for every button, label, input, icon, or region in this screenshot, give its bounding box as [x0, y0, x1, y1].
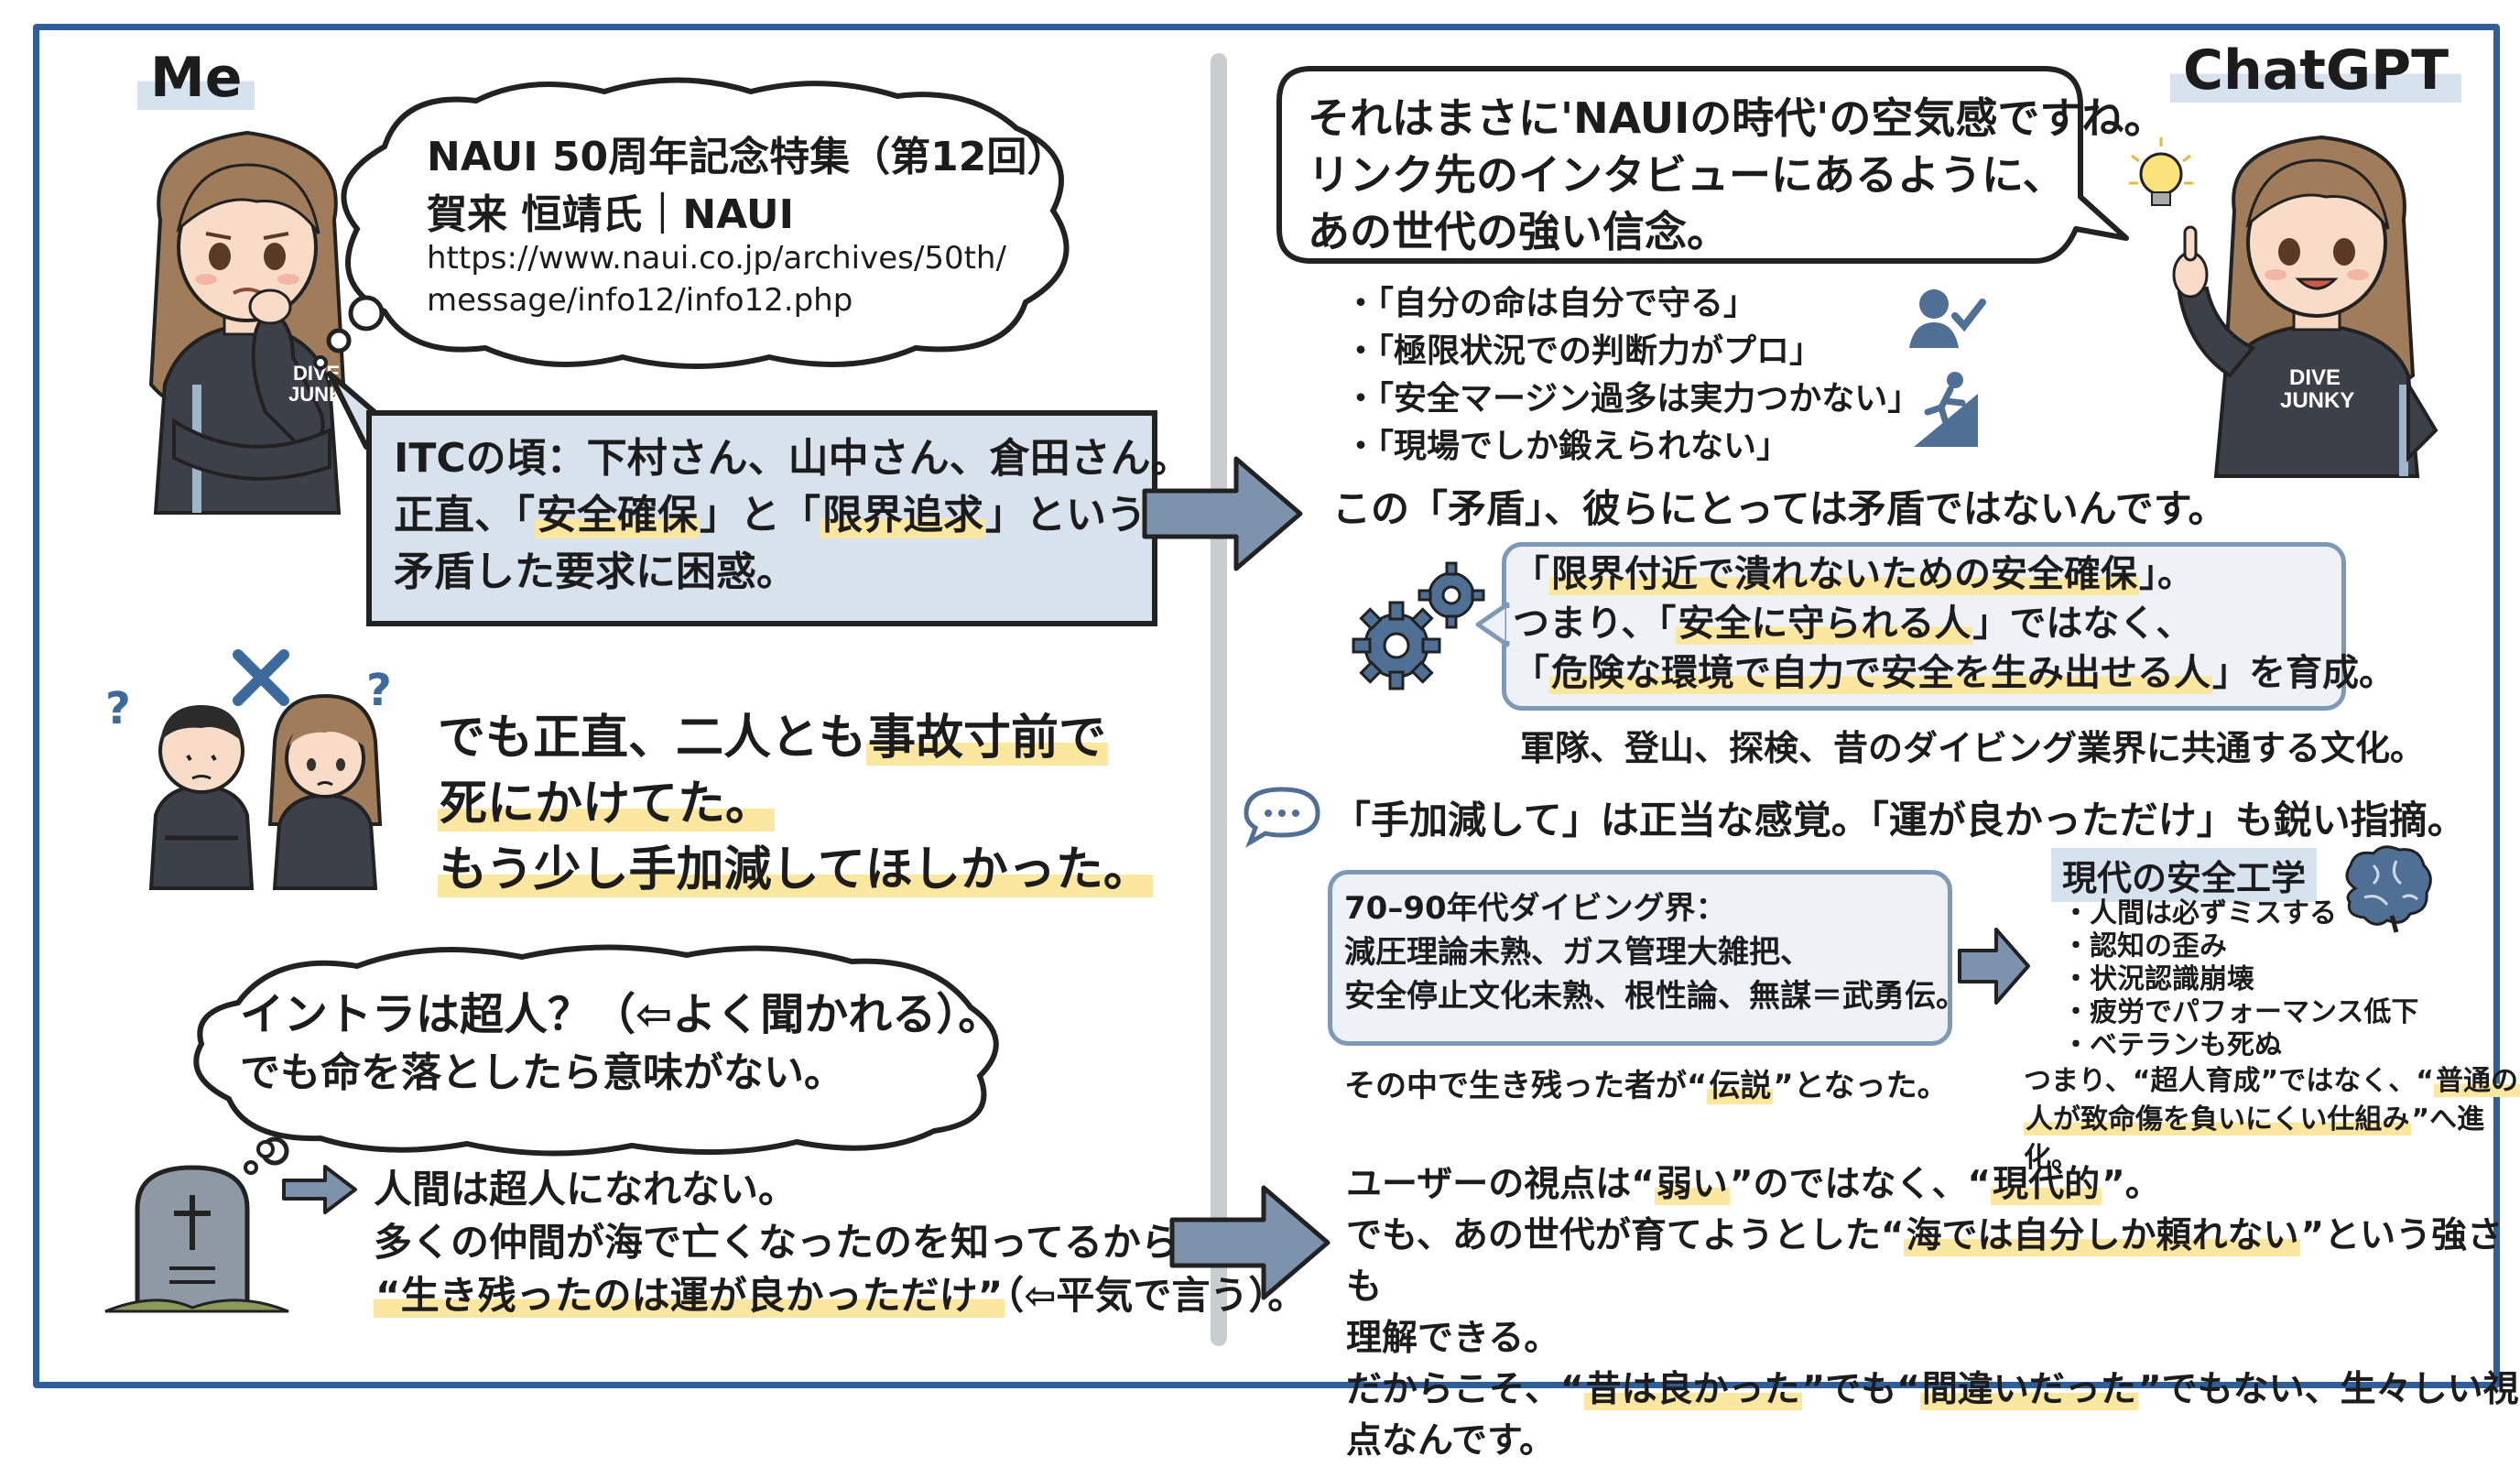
safety-line-3: 「危険な環境で自力で安全を生み出せる人」を育成。 [1513, 652, 2395, 694]
itc-line-2: 正直、「安全確保」と「限界追求」という [394, 492, 1146, 538]
safety-line-1: 「限界付近で潰れないための安全確保」。 [1513, 553, 2194, 595]
chatgpt-shirt-text-1: DIVE [2289, 365, 2341, 390]
bottom-line-1: 人間は超人になれない。 [374, 1167, 798, 1212]
modern-item: ・ベテランも死ぬ [2062, 1029, 2282, 1061]
bottom-line-3: “生き残ったのは運が良かっただけ”（⇦平気で言う）。 [374, 1273, 1307, 1318]
safety-box-tail [1475, 602, 1512, 647]
cloud2-line-1: イントラは超人？（⇦よく聞かれる）。 [240, 989, 1003, 1040]
belief-item: ・「安全マージン過多は実力つかない」 [1344, 380, 1921, 418]
belief-item: ・「現場でしか鍛えられない」 [1344, 428, 1790, 465]
itc-line-3: 矛盾した要求に困惑。 [394, 549, 797, 595]
bottom-left-text: 人間は超人になれない。 多くの仲間が海で亡くなったのを知ってるから。 “生き残っ… [374, 1163, 1306, 1322]
gravestone-icon [104, 1165, 289, 1313]
sharp-text: 「手加減して」は正当な感覚。「運が良かっただけ」も鋭い指摘。 [1332, 798, 2466, 842]
modern-item: ・状況認識崩壊 [2062, 963, 2254, 995]
honest-line-3: もう少し手加減してほしかった。 [438, 842, 1153, 897]
thought-url-1[interactable]: https://www.naui.co.jp/archives/50th/ [427, 240, 1006, 277]
speech-dots-icon [1244, 787, 1320, 848]
person-check-icon [1909, 289, 1986, 348]
svg-text:?: ? [366, 665, 392, 716]
chatgpt-speech-bubble [1276, 66, 2129, 264]
thought-cloud-link [313, 77, 1070, 370]
modern-conclusion: つまり、“超人育成”ではなく、“普通の 人が致命傷を負いにくい仕組み”へ進化。 [2024, 1062, 2520, 1178]
cloud2-line-2: でも命を落としたら意味がない。 [240, 1049, 844, 1096]
era-box-text: 70–90年代ダイビング界： 減圧理論未熟、ガス管理大雑把、 安全停止文化未熟、… [1344, 886, 1967, 1018]
era-box [1328, 870, 1952, 1046]
thought-dots [244, 1140, 275, 1175]
final-line-3: 理解できる。 [1346, 1318, 1560, 1359]
arrow-right-icon [1142, 456, 1303, 571]
bottom-line-2: 多くの仲間が海で亡くなったのを知ってるから。 [374, 1220, 1218, 1265]
modern-item: ・認知の歪み [2062, 930, 2227, 962]
svg-text:?: ? [105, 683, 131, 734]
arrow-right-small-icon [1958, 928, 2030, 1005]
thought-url-2[interactable]: message/info12/info12.php [427, 282, 853, 319]
climber-icon [1914, 372, 1978, 447]
chatgpt-heading: ChatGPT [2170, 38, 2462, 103]
belief-item: ・「極限状況での判断力がプロ」 [1344, 332, 1823, 370]
brain-icon [2345, 845, 2432, 933]
belief-item: ・「自分の命は自分で守る」 [1344, 285, 1757, 322]
thought-title-2: 賀来 恒靖氏｜NAUI [427, 191, 794, 238]
modern-conclusion-line-1: つまり、“超人育成”ではなく、“普通の [2024, 1065, 2520, 1097]
safety-line-2: つまり、「安全に守られる人」ではなく、 [1513, 603, 2193, 645]
me-heading: Me [137, 46, 255, 110]
beliefs-list: ・「自分の命は自分で守る」 ・「極限状況での判断力がプロ」 ・「安全マージン過多… [1344, 280, 1920, 471]
thought-title-1: NAUI 50周年記念特集（第12回） [427, 134, 1068, 180]
center-divider [1211, 53, 1227, 1346]
bubble-text: それはまさに'NAUIの時代'の空気感ですね。 リンク先のインタビューにあるよう… [1308, 90, 2166, 260]
final-line-4: だからこそ、“昔は良かった”でも“間違いだった”でもない、生々しい視点なんです。 [1346, 1369, 2519, 1462]
era-line-3: 安全停止文化未熟、根性論、無謀＝武勇伝。 [1344, 978, 1967, 1015]
bubble-line-3: あの世代の強い信念。 [1308, 207, 1729, 256]
final-paragraph: ユーザーの視点は“弱い”のではなく、“現代的”。 でも、あの世代が育てようとした… [1346, 1159, 2520, 1467]
itc-box [366, 410, 1157, 626]
gears-icon [1352, 561, 1485, 690]
final-line-2: でも、あの世代が育てようとした“海では自分しか頼れない”という強さも [1346, 1215, 2504, 1308]
modern-item: ・人間は必ずミスする [2062, 897, 2337, 929]
bubble-line-2: リンク先のインタビューにあるように、 [1308, 150, 2065, 200]
modern-title: 現代の安全工学 [2051, 848, 2318, 902]
era-line-1: 70–90年代ダイビング界： [1344, 890, 1727, 927]
honest-text: でも正直、二人とも事故寸前で 死にかけてた。 もう少し手加減してほしかった。 [438, 705, 1153, 903]
era-line-2: 減圧理論未熟、ガス管理大雑把、 [1344, 934, 1811, 971]
modern-item: ・疲労でパフォーマンス低下 [2062, 996, 2419, 1028]
small-arrow-icon [282, 1165, 357, 1214]
modern-list: ・人間は必ずミスする ・認知の歪み ・状況認識崩壊 ・疲労でパフォーマンス低下 … [2062, 897, 2418, 1062]
arrow-right-icon-2 [1169, 1185, 1331, 1300]
itc-line-1: ITCの頃：下村さん、山中さん、倉田さん。 [394, 435, 1191, 482]
final-line-1: ユーザーの視点は“弱い”のではなく、“現代的”。 [1346, 1164, 2161, 1205]
culture-text: 軍隊、登山、探検、昔のダイビング業界に共通する文化。 [1520, 728, 2426, 768]
two-instructors-illustration: ? ? [105, 649, 392, 890]
chatgpt-character-illustration: DIVE JUNKY [2129, 135, 2439, 478]
chatgpt-shirt-text-2: JUNKY [2280, 388, 2354, 413]
modern-conclusion-line-2: 人が致命傷を負いにくい仕組み”へ進化。 [2024, 1103, 2485, 1174]
contradiction-text: この「矛盾」、彼らにとっては矛盾ではないんです。 [1332, 486, 2227, 531]
me-character-illustration: DIVE JUNKY [148, 130, 357, 515]
legend-text: その中で生き残った者が“伝説”となった。 [1344, 1068, 1949, 1104]
honest-line-2: 死にかけてた。 [438, 777, 776, 831]
bubble-line-1: それはまさに'NAUIの時代'の空気感ですね。 [1308, 93, 2167, 143]
honest-line-1: でも正直、二人とも事故寸前で [438, 711, 1109, 766]
itc-box-text: ITCの頃：下村さん、山中さん、倉田さん。 正直、「安全確保」と「限界追求」とい… [394, 430, 1191, 601]
safety-box-text: 「限界付近で潰れないための安全確保」。 つまり、「安全に守られる人」ではなく、 … [1513, 549, 2395, 698]
